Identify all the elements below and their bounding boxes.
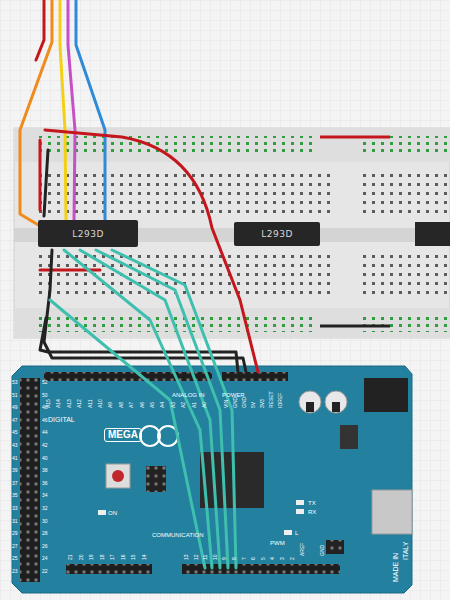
pin-label: 5 — [261, 557, 266, 560]
pin-label: A6 — [140, 402, 145, 408]
pin-label: 17 — [110, 554, 115, 560]
pin-label: A5 — [150, 402, 155, 408]
pin-label: 40 — [42, 456, 48, 461]
pin-label: 32 — [42, 506, 48, 511]
pin-label: RESET — [269, 391, 274, 408]
pin-label: 29 — [12, 531, 18, 536]
pin-label: 11 — [203, 555, 208, 560]
board-label: GND — [320, 545, 325, 556]
pin-label: 44 — [42, 430, 48, 435]
pin-label: 31 — [12, 519, 18, 524]
board-label: ON — [108, 510, 117, 516]
pin-label: 14 — [142, 554, 147, 560]
pin-label: 3 — [280, 557, 285, 560]
pin-label: A11 — [88, 399, 93, 408]
board-label: DIGITAL — [48, 416, 75, 423]
pin-label: A2 — [181, 402, 186, 408]
board-label: COMMUNICATION — [152, 532, 204, 538]
pin-label: 20 — [79, 554, 84, 560]
pin-label: IOREF — [278, 393, 283, 408]
pin-label: 48 — [42, 405, 48, 410]
pin-label: 53 — [12, 380, 18, 385]
pin-label: 30 — [42, 519, 48, 524]
board-label: RX — [308, 509, 316, 515]
pin-label: 22 — [42, 569, 48, 574]
pin-label: 47 — [12, 418, 18, 423]
pin-label: 37 — [12, 481, 18, 486]
pin-label: A3 — [171, 402, 176, 408]
board-label: PWM — [270, 540, 285, 546]
pin-label: A13 — [67, 399, 72, 408]
pin-label: 6 — [251, 557, 256, 560]
pin-label: A0 — [202, 402, 207, 408]
pin-label: 19 — [89, 554, 94, 560]
pin-label: A10 — [98, 399, 103, 408]
pin-label: VIN — [224, 400, 229, 408]
pin-label: A8 — [119, 402, 124, 408]
pin-label: A1 — [192, 402, 197, 408]
board-label: MEGA — [104, 428, 142, 442]
pin-label: 13 — [184, 554, 189, 560]
pin-label: 12 — [194, 554, 199, 560]
pin-label: 5V — [251, 402, 256, 408]
pin-label: 46 — [42, 418, 48, 423]
pin-label: 52 — [42, 380, 48, 385]
pin-label: A7 — [129, 402, 134, 408]
pin-label: 23 — [12, 569, 18, 574]
pin-label: 27 — [12, 544, 18, 549]
pin-label: 26 — [42, 544, 48, 549]
pin-label: 35 — [12, 493, 18, 498]
pin-label: 28 — [42, 531, 48, 536]
pin-label: 2 — [290, 557, 295, 560]
pin-label: 25 — [12, 556, 18, 561]
pin-label: 33 — [12, 506, 18, 511]
pin-label: 21 — [68, 554, 73, 560]
pin-label: 4 — [270, 557, 275, 560]
pin-label: 9 — [222, 557, 227, 560]
pin-label: 51 — [12, 393, 18, 398]
pin-label: 24 — [42, 556, 48, 561]
pin-label: GND — [233, 397, 238, 408]
board-label: TX — [308, 500, 316, 506]
pin-label: A4 — [160, 402, 165, 408]
pin-label: 41 — [12, 456, 18, 461]
chip-label: L293D — [72, 229, 104, 239]
pin-label: 36 — [42, 481, 48, 486]
pin-label: 49 — [12, 405, 18, 410]
pin-label: 7 — [242, 557, 247, 560]
pin-label: 15 — [131, 554, 136, 560]
chip-l293d: L293D — [234, 222, 320, 246]
board-label: L — [295, 530, 298, 536]
pin-label: A14 — [56, 399, 61, 408]
board-label: ANALOG IN — [172, 392, 205, 398]
pin-label: 10 — [213, 554, 218, 560]
pin-label: 43 — [12, 443, 18, 448]
pin-label: 39 — [12, 468, 18, 473]
pin-label: GND — [242, 397, 247, 408]
pin-label: 45 — [12, 430, 18, 435]
pin-label: 38 — [42, 468, 48, 473]
pin-label: A12 — [77, 399, 82, 408]
board-label: ITALY — [402, 542, 409, 560]
pin-label: 42 — [42, 443, 48, 448]
pin-label: 3V3 — [260, 399, 265, 408]
chip-l293d: L293D — [38, 220, 138, 247]
pin-label: 16 — [121, 554, 126, 560]
pin-label: A9 — [108, 402, 113, 408]
chip-label: L293D — [261, 229, 293, 239]
pin-label: 18 — [100, 554, 105, 560]
pin-label: 8 — [232, 557, 237, 560]
board-label: MADE IN — [392, 553, 399, 582]
pin-label: 50 — [42, 393, 48, 398]
pin-label: 34 — [42, 493, 48, 498]
board-label: AREF — [300, 543, 305, 556]
